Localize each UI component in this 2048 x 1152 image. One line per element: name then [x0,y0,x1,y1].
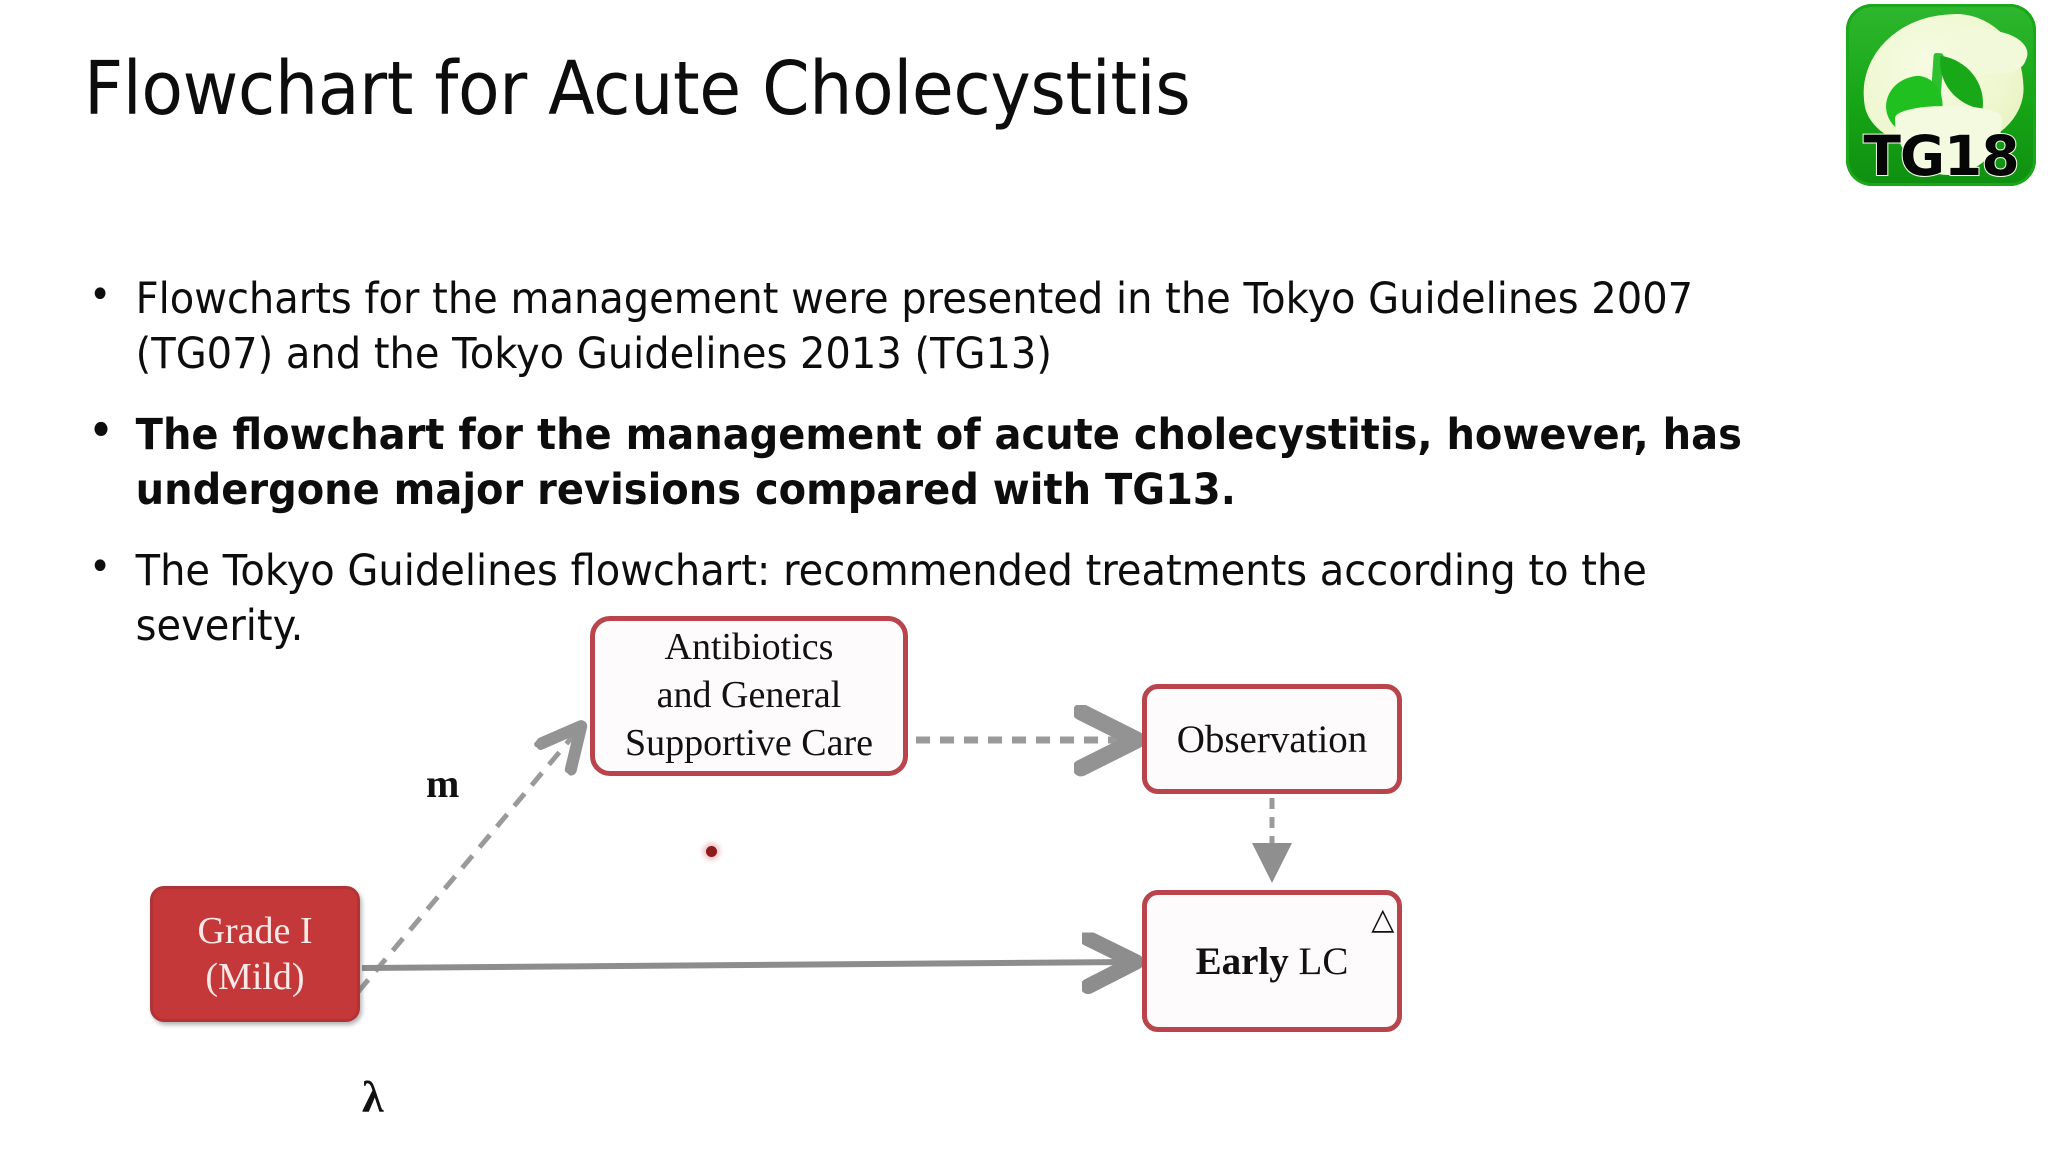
edge-grade1-to-antibiotics [356,730,578,994]
node-early-lc-bold-text: Early [1195,939,1289,983]
edge-grade1-to-early-lc [361,962,1130,968]
node-antibiotics-supportive-care[interactable]: Antibiotics and General Supportive Care [590,616,908,776]
red-dot-marker [706,846,717,857]
edge-label-m: m [426,761,460,806]
list-item: The Tokyo Guidelines flowchart: recommen… [78,542,1808,654]
node-early-lc-label: Early LC △ [1195,904,1395,984]
node-grade-1-line-2: (Mild) [205,956,305,998]
list-item: The flowchart for the management of acut… [78,406,1808,518]
node-observation[interactable]: Observation [1142,684,1402,794]
node-grade-1-label: Grade I (Mild) [198,908,313,1001]
node-early-lc[interactable]: Early LC △ [1142,890,1402,1032]
node-antibiotics-line-1: Antibiotics [664,626,834,669]
triangle-footnote-icon: △ [1371,902,1395,936]
page-title: Flowchart for Acute Cholecystitis [84,46,1191,132]
node-antibiotics-line-2: and General [656,674,842,717]
node-early-lc-regular-text: LC [1298,939,1349,983]
bullet-list: Flowcharts for the management were prese… [78,270,1938,680]
node-antibiotics-label: Antibiotics and General Supportive Care [625,624,873,768]
flowchart-diagram: Antibiotics and General Supportive Care … [150,600,1910,1152]
list-item: Flowcharts for the management were prese… [78,270,1808,382]
node-grade-1-line-1: Grade I [197,909,313,952]
node-observation-label: Observation [1176,717,1368,761]
node-antibiotics-line-3: Supportive Care [624,721,873,764]
edge-label-lambda: λ [362,1073,384,1122]
tg18-logo: TG18 [1846,4,2036,186]
node-grade-1-mild[interactable]: Grade I (Mild) [150,886,360,1022]
logo-label: TG18 [1862,124,2020,188]
flowchart-edges [356,600,1292,1152]
